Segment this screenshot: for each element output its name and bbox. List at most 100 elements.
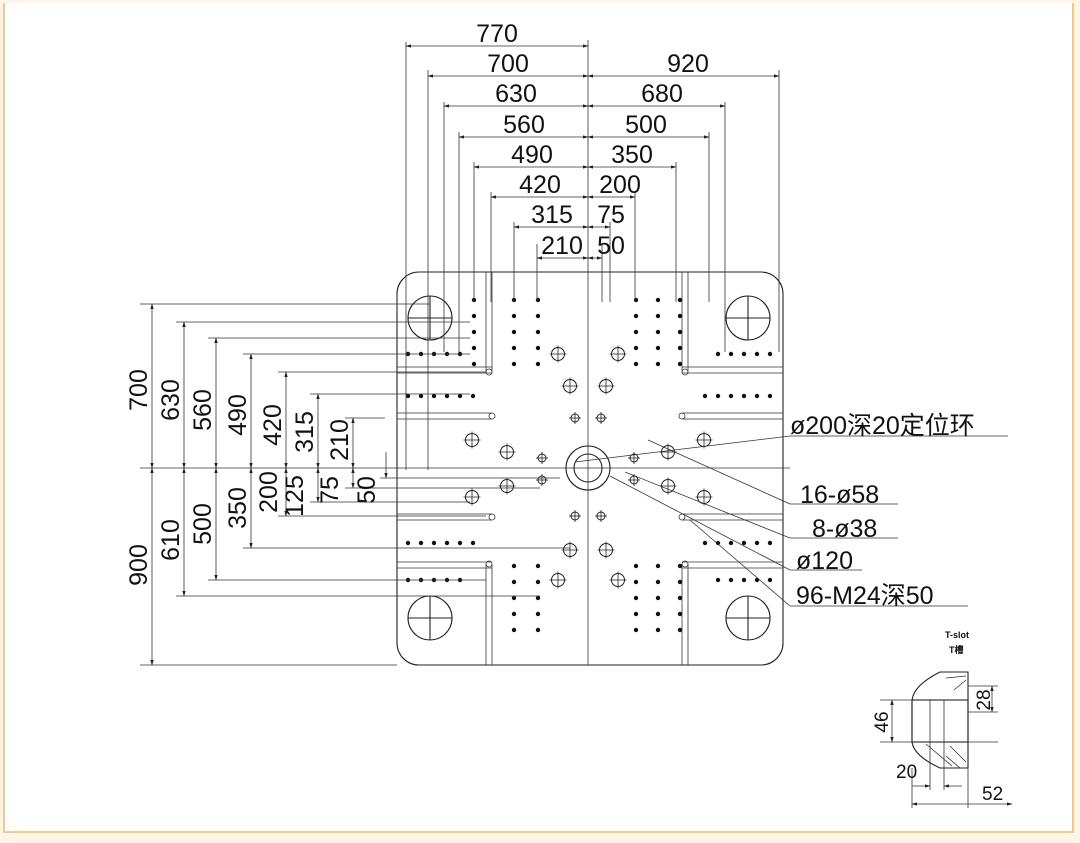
hole-38-1 <box>595 412 607 424</box>
dim-top-630: 630 <box>495 80 537 108</box>
tap-tr-row-b-4 <box>754 393 760 399</box>
frame <box>3 3 1074 833</box>
t-slot-detail: T-slot T槽 28 46 20 52 <box>872 630 1013 808</box>
tap-br-row-a-4 <box>754 540 760 546</box>
tap-bl-col3-1 <box>535 611 541 617</box>
tap-tr-col4-2 <box>677 361 683 367</box>
tap-br-row-b-1 <box>728 577 734 583</box>
hole-38-4 <box>536 474 548 486</box>
dim-left-420: 420 <box>259 404 287 446</box>
tap-bl-col2-0 <box>511 595 517 601</box>
tap-tl-col-b3-0 <box>511 345 517 351</box>
t-slot-dim-46: 46 <box>872 711 893 732</box>
t-slot-dim-28: 28 <box>974 689 995 710</box>
tap-bl-col2-1 <box>535 595 541 601</box>
tap-tr-col1-2 <box>677 313 683 319</box>
callout-leaders <box>574 435 1008 607</box>
callout-hole-120: ø120 <box>796 547 853 575</box>
t-slot-title-cn: T槽 <box>949 644 964 655</box>
tap-bl-col3-0 <box>511 611 517 617</box>
tap-tr-col2-2 <box>677 329 683 335</box>
hole-38-7 <box>595 510 607 522</box>
dim-top-315: 315 <box>531 201 573 229</box>
tap-tr-row-b-1 <box>715 393 721 399</box>
callout-holes-38: 8-ø38 <box>812 515 877 543</box>
tap-tr-col0-1 <box>655 297 661 303</box>
dim-left-75: 75 <box>316 476 344 504</box>
dim-left-610: 610 <box>157 519 185 561</box>
left-dimension-lines <box>140 303 570 666</box>
locating-ring <box>565 445 611 491</box>
tap-tr-col1-1 <box>655 313 661 319</box>
tap-tl-col-b1-0 <box>511 313 517 319</box>
tap-br-col0-0 <box>633 563 639 569</box>
tap-tr-row-b-5 <box>767 393 773 399</box>
tap-tl-col-a2-0 <box>471 329 477 335</box>
hole-58-12 <box>549 571 567 589</box>
dim-top-770: 770 <box>476 20 518 48</box>
tap-tr-col4-0 <box>633 361 639 367</box>
dim-top-210: 210 <box>541 232 583 260</box>
dim-left-500: 500 <box>189 503 217 545</box>
tap-tr-row-b-3 <box>741 393 747 399</box>
tap-br-col3-0 <box>633 611 639 617</box>
tap-br-col4-2 <box>677 627 683 633</box>
tap-tl-row-b-4 <box>457 393 463 399</box>
tap-tl-col-b2-0 <box>511 329 517 335</box>
hole-58-8 <box>463 488 481 506</box>
dim-left-700: 700 <box>125 369 153 411</box>
hole-58-5 <box>597 377 615 395</box>
tap-tl-col-b0-1 <box>535 297 541 303</box>
tap-bl-col0-1 <box>535 563 541 569</box>
tap-bl-col0-0 <box>511 563 517 569</box>
callout-locating-ring: ø200深20定位环 <box>790 412 975 440</box>
dim-top-560: 560 <box>503 111 545 139</box>
callout-holes-58: 16-ø58 <box>800 481 879 509</box>
dim-top-350: 350 <box>611 141 653 169</box>
dim-top-50: 50 <box>597 232 625 260</box>
hole-38-0 <box>569 412 581 424</box>
tap-bl-row-a-5 <box>470 540 476 546</box>
tap-br-col4-0 <box>633 627 639 633</box>
dim-top-500: 500 <box>625 111 667 139</box>
tap-br-row-a-3 <box>741 540 747 546</box>
tap-br-row-b-4 <box>767 577 773 583</box>
t-slot-title: T-slot <box>945 630 969 640</box>
tap-tr-col3-1 <box>655 345 661 351</box>
tap-bl-col4-0 <box>511 627 517 633</box>
dim-left-125: 125 <box>281 475 309 517</box>
dim-top-75: 75 <box>597 201 625 229</box>
tap-tl-col-a1-0 <box>471 313 477 319</box>
tap-tr-col3-2 <box>677 345 683 351</box>
tap-tr-col2-1 <box>655 329 661 335</box>
tap-br-row-a-5 <box>767 540 773 546</box>
tap-tr-row-a-1 <box>728 351 734 357</box>
tap-tl-row-b-2 <box>431 393 437 399</box>
dim-top-420: 420 <box>519 171 561 199</box>
tap-br-col0-1 <box>655 563 661 569</box>
hole-58-14 <box>561 541 579 559</box>
dim-left-900: 900 <box>125 544 153 586</box>
tap-bl-col1-0 <box>511 579 517 585</box>
tap-tl-col-b4-0 <box>511 361 517 367</box>
tapped-holes <box>405 297 773 633</box>
hole-58-9 <box>498 477 516 495</box>
tap-tr-row-b-0 <box>702 393 708 399</box>
hole-58-10 <box>659 477 677 495</box>
hole-58-11 <box>695 488 713 506</box>
hole-58-0 <box>549 345 567 363</box>
tap-br-row-a-2 <box>728 540 734 546</box>
tap-br-col0-2 <box>677 563 683 569</box>
tap-tr-col0-0 <box>633 297 639 303</box>
tap-tr-row-a-2 <box>741 351 747 357</box>
hole-58-15 <box>597 541 615 559</box>
dim-left-560: 560 <box>189 389 217 431</box>
tap-br-col2-0 <box>633 595 639 601</box>
dim-top-680: 680 <box>641 80 683 108</box>
tap-tl-row-b-5 <box>470 393 476 399</box>
tap-br-row-a-1 <box>715 540 721 546</box>
tap-bl-row-a-4 <box>457 540 463 546</box>
hole-58-3 <box>498 443 516 461</box>
dim-left-490: 490 <box>224 394 252 436</box>
